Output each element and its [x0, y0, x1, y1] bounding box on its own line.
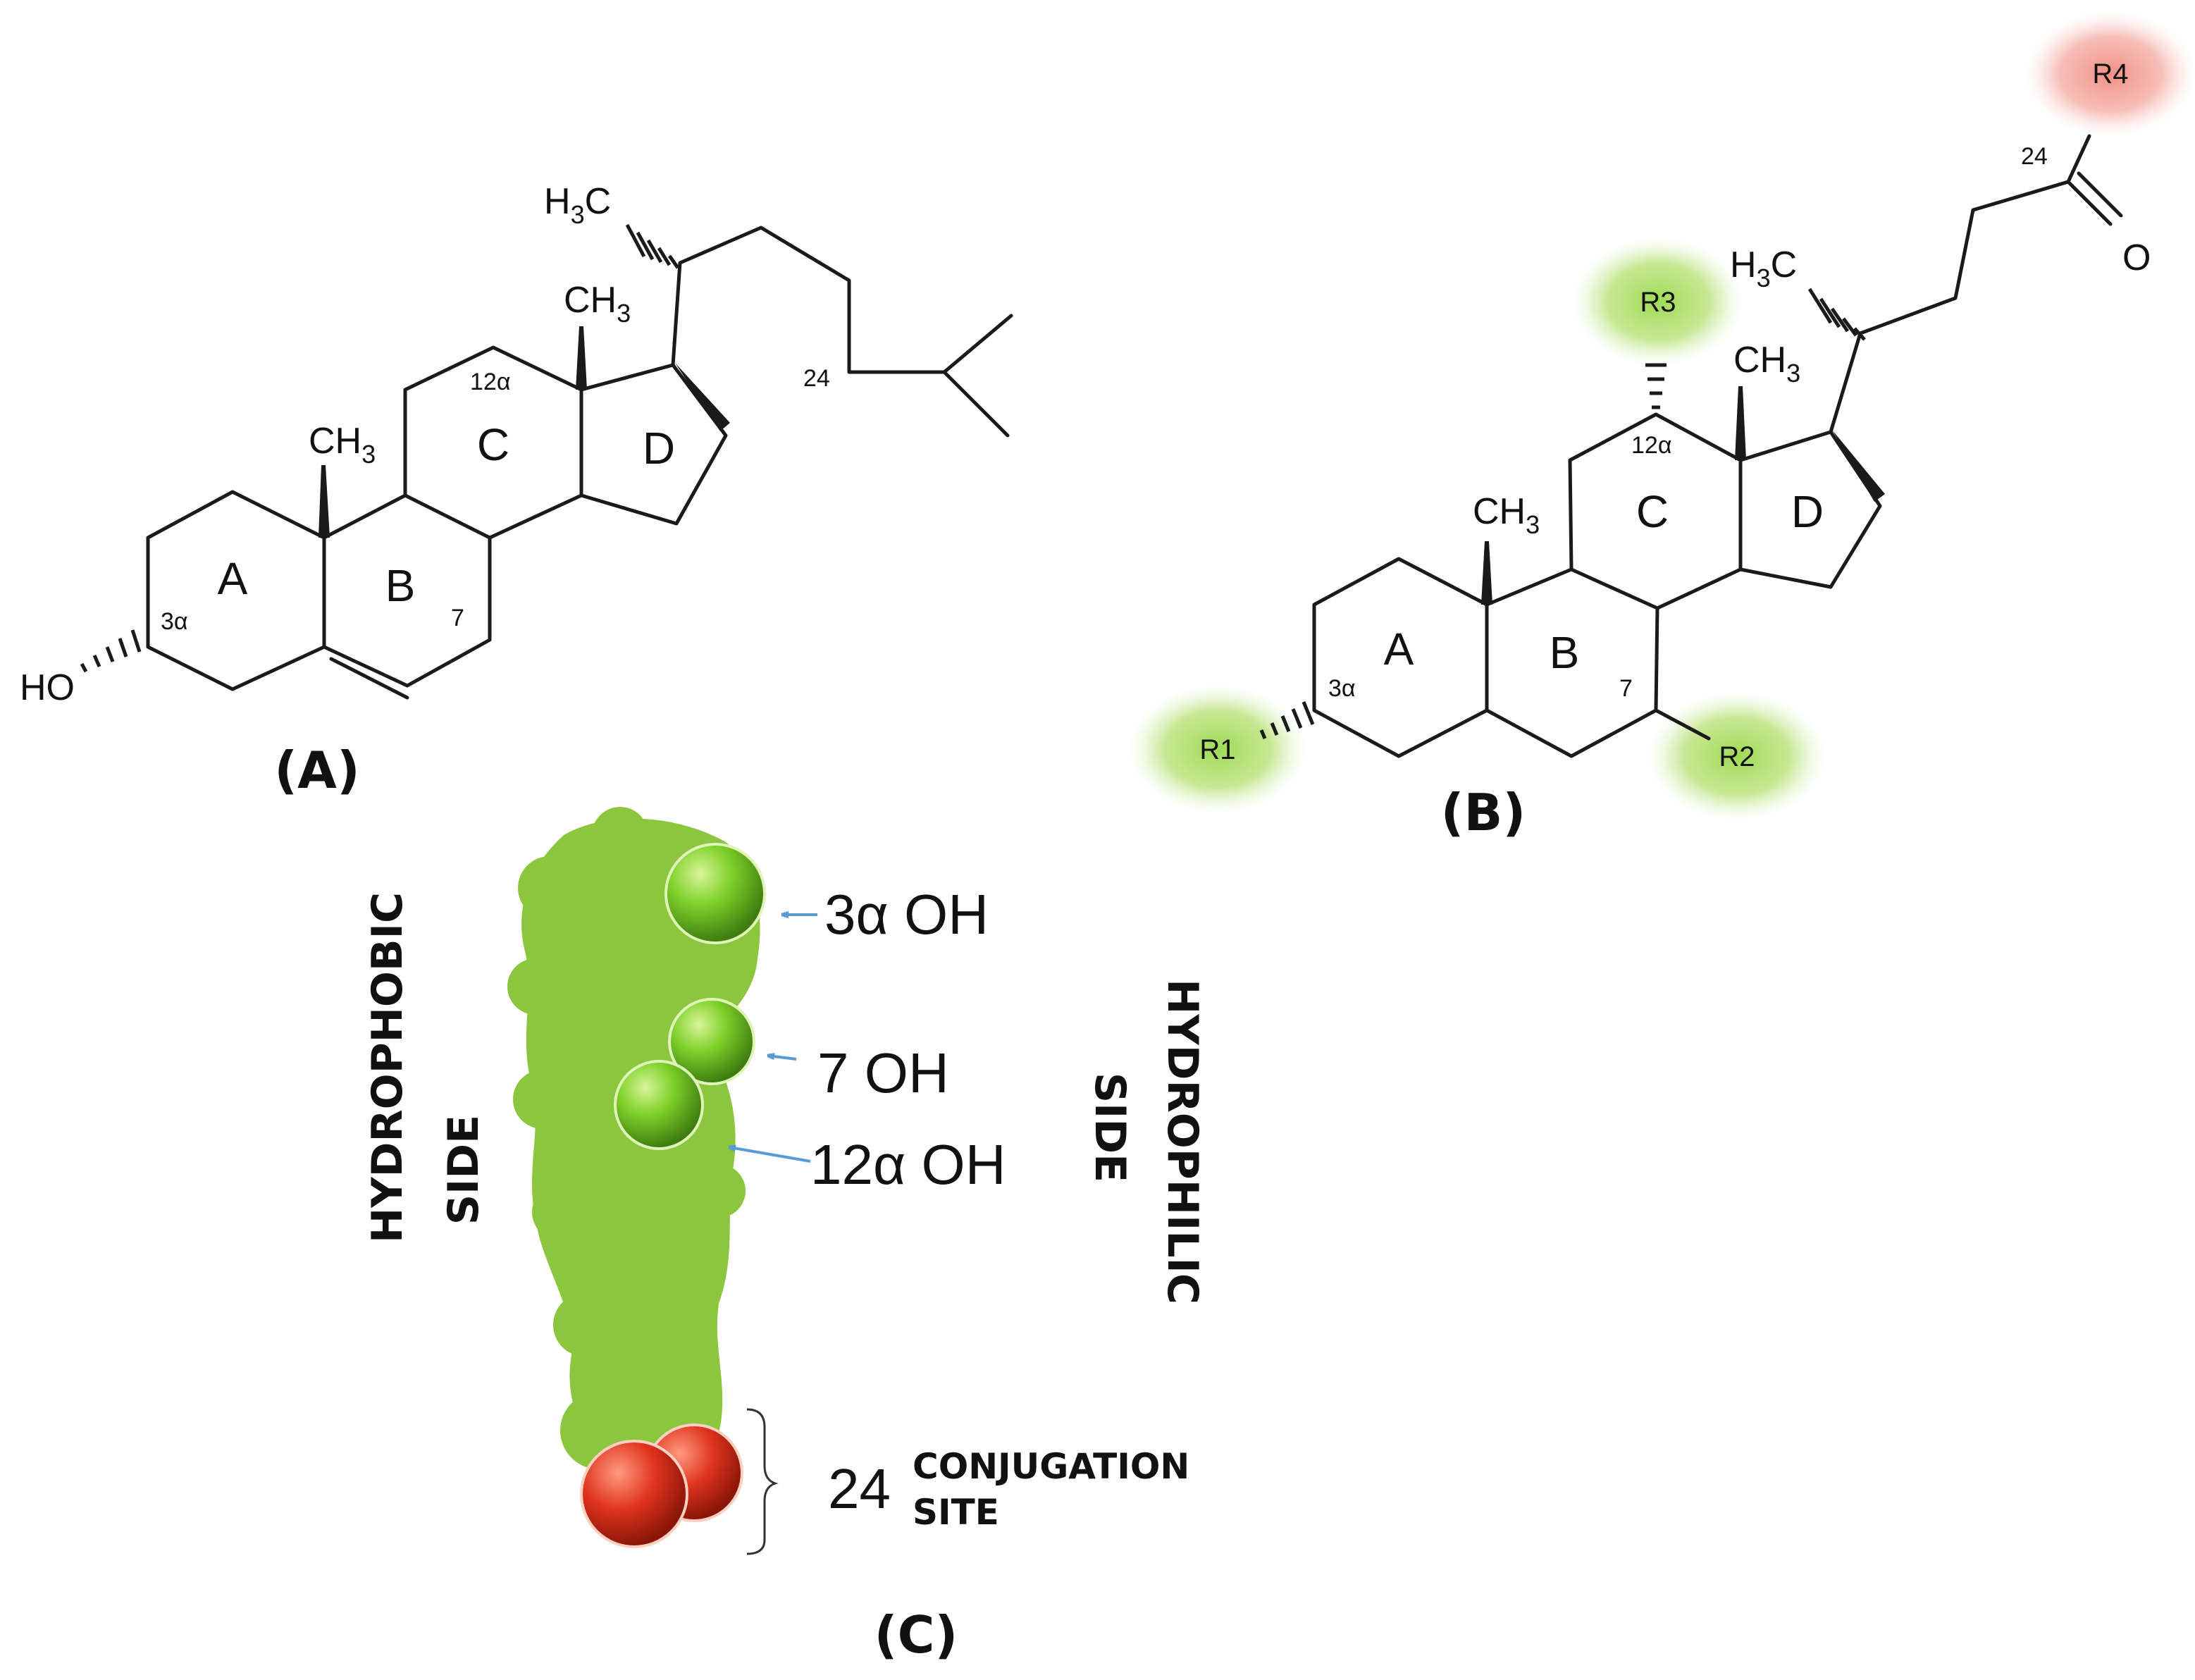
panel-c-arrow-12-oh	[729, 1147, 811, 1163]
panel-c-conjugation-sphere-front	[580, 1440, 688, 1548]
panel-a-c19-wedge	[319, 465, 330, 538]
panel-b-c19-methyl: CH3	[1473, 491, 1540, 539]
panel-c-7-oh-sphere	[668, 998, 755, 1085]
panel-a-c21-methyl: H3C	[544, 181, 611, 229]
panel-c-12-oh-sphere	[614, 1060, 704, 1150]
panel-c-caption: (C)	[874, 1605, 958, 1664]
panel-b-position-24: 24	[2021, 143, 2048, 170]
panel-b-position-12: 12α	[1631, 432, 1671, 459]
panel-b-20-hash	[1807, 288, 1866, 341]
panel-b-r2-highlight	[1649, 693, 1825, 820]
panel-b-12-hash	[1645, 363, 1667, 409]
panel-a-3-hash	[80, 629, 142, 673]
panel-c-3-oh-sphere	[664, 843, 766, 944]
panel-b-r3: R3	[1573, 238, 1743, 365]
panel-b-r4-label: R4	[2092, 58, 2128, 89]
panel-b-position-3: 3α	[1328, 675, 1356, 702]
panel-a-caption: (A)	[274, 741, 360, 800]
panel-c-conjugation-bracket	[746, 1408, 779, 1555]
panel-b-r1-highlight	[1130, 686, 1306, 813]
panel-c-7-oh-label: 7 OH	[817, 1042, 949, 1104]
panel-a-position-12: 12α	[470, 369, 510, 395]
panel-b-r4-highlight	[2026, 12, 2195, 136]
panel-b-r4: R4	[2026, 12, 2195, 136]
panel-b-structure: R1 R2 R3 R4	[1130, 12, 2195, 842]
panel-a-position-7: 7	[451, 605, 464, 631]
panel-c-model: 3α OH 7 OH 12α OH 24 CONJUGATION SITE HY…	[363, 807, 1207, 1664]
panel-b-r3-label: R3	[1640, 287, 1676, 318]
panel-b-c21-methyl: H3C	[1730, 245, 1797, 292]
panel-c-hydrophilic-line2: SIDE	[1085, 1073, 1134, 1182]
panel-b-r1: R1	[1130, 686, 1306, 813]
panel-a-hydroxyl-label: HO	[20, 667, 75, 708]
panel-b-position-7: 7	[1619, 675, 1633, 702]
panel-b-d-wedge	[1832, 430, 1885, 502]
panel-a-bonds	[80, 223, 1013, 700]
panel-c-hydrophobic-line1: HYDROPHOBIC	[363, 892, 412, 1243]
panel-a-structure: A B C D 3α 7 12α 24 HO CH3 CH3 H3C (A)	[20, 181, 1013, 800]
panel-c-3-oh-label: 3α OH	[824, 883, 989, 946]
panel-c-hydrophobic-line2: SIDE	[439, 1115, 488, 1225]
panel-c-12-oh-label: 12α OH	[810, 1133, 1006, 1196]
panel-b-bonds	[1259, 134, 2123, 758]
panel-b-r2: R2	[1649, 693, 1825, 820]
panel-a-ring-b-label: B	[385, 560, 416, 611]
panel-a-position-24: 24	[803, 365, 830, 392]
panel-b-ring-c-label: C	[1636, 486, 1669, 537]
panel-b-caption: (B)	[1441, 783, 1526, 842]
panel-a-labels: A B C D 3α 7 12α 24 HO CH3 CH3 H3C	[20, 181, 830, 708]
panel-c-arrow-7-oh	[768, 1056, 797, 1061]
panel-b-labels: A B C D 3α 7 12α 24 O CH3 CH3 H3C	[1328, 143, 2151, 702]
panel-a-c19-methyl: CH3	[309, 421, 376, 469]
panel-c-hydrophilic-line1: HYDROPHILIC	[1158, 979, 1207, 1304]
panel-b-c19-wedge	[1481, 541, 1492, 605]
panel-b-3-hash	[1259, 701, 1315, 739]
panel-b-r3-highlight	[1573, 238, 1743, 365]
panel-c-conjugation-line2: SITE	[913, 1492, 999, 1533]
panel-c-conjugation-line1: CONJUGATION	[913, 1446, 1189, 1487]
panel-b-c18-methyl: CH3	[1733, 340, 1800, 388]
panel-a-20-hash	[625, 223, 680, 269]
panel-b-carbonyl-oxygen: O	[2122, 237, 2151, 278]
panel-c-conjugation-number: 24	[828, 1457, 891, 1520]
panel-a-ring-d-label: D	[643, 423, 675, 474]
panel-b-c18-wedge	[1735, 386, 1746, 460]
panel-b-ring-a-label: A	[1384, 624, 1414, 674]
panel-b-r1-label: R1	[1199, 734, 1235, 765]
panel-c-molecule-body	[507, 807, 760, 1492]
panel-a-c18-methyl: CH3	[564, 280, 631, 328]
panel-a-ring-c-label: C	[477, 419, 509, 470]
panel-b-ring-b-label: B	[1550, 627, 1580, 678]
panel-a-c18-wedge	[576, 326, 587, 390]
panel-a-position-3: 3α	[161, 608, 188, 635]
panel-a-ring-a-label: A	[218, 553, 248, 604]
panel-b-r2-label: R2	[1719, 741, 1755, 772]
panel-b-ring-d-label: D	[1791, 486, 1824, 537]
panel-a-d-wedge	[675, 363, 730, 431]
